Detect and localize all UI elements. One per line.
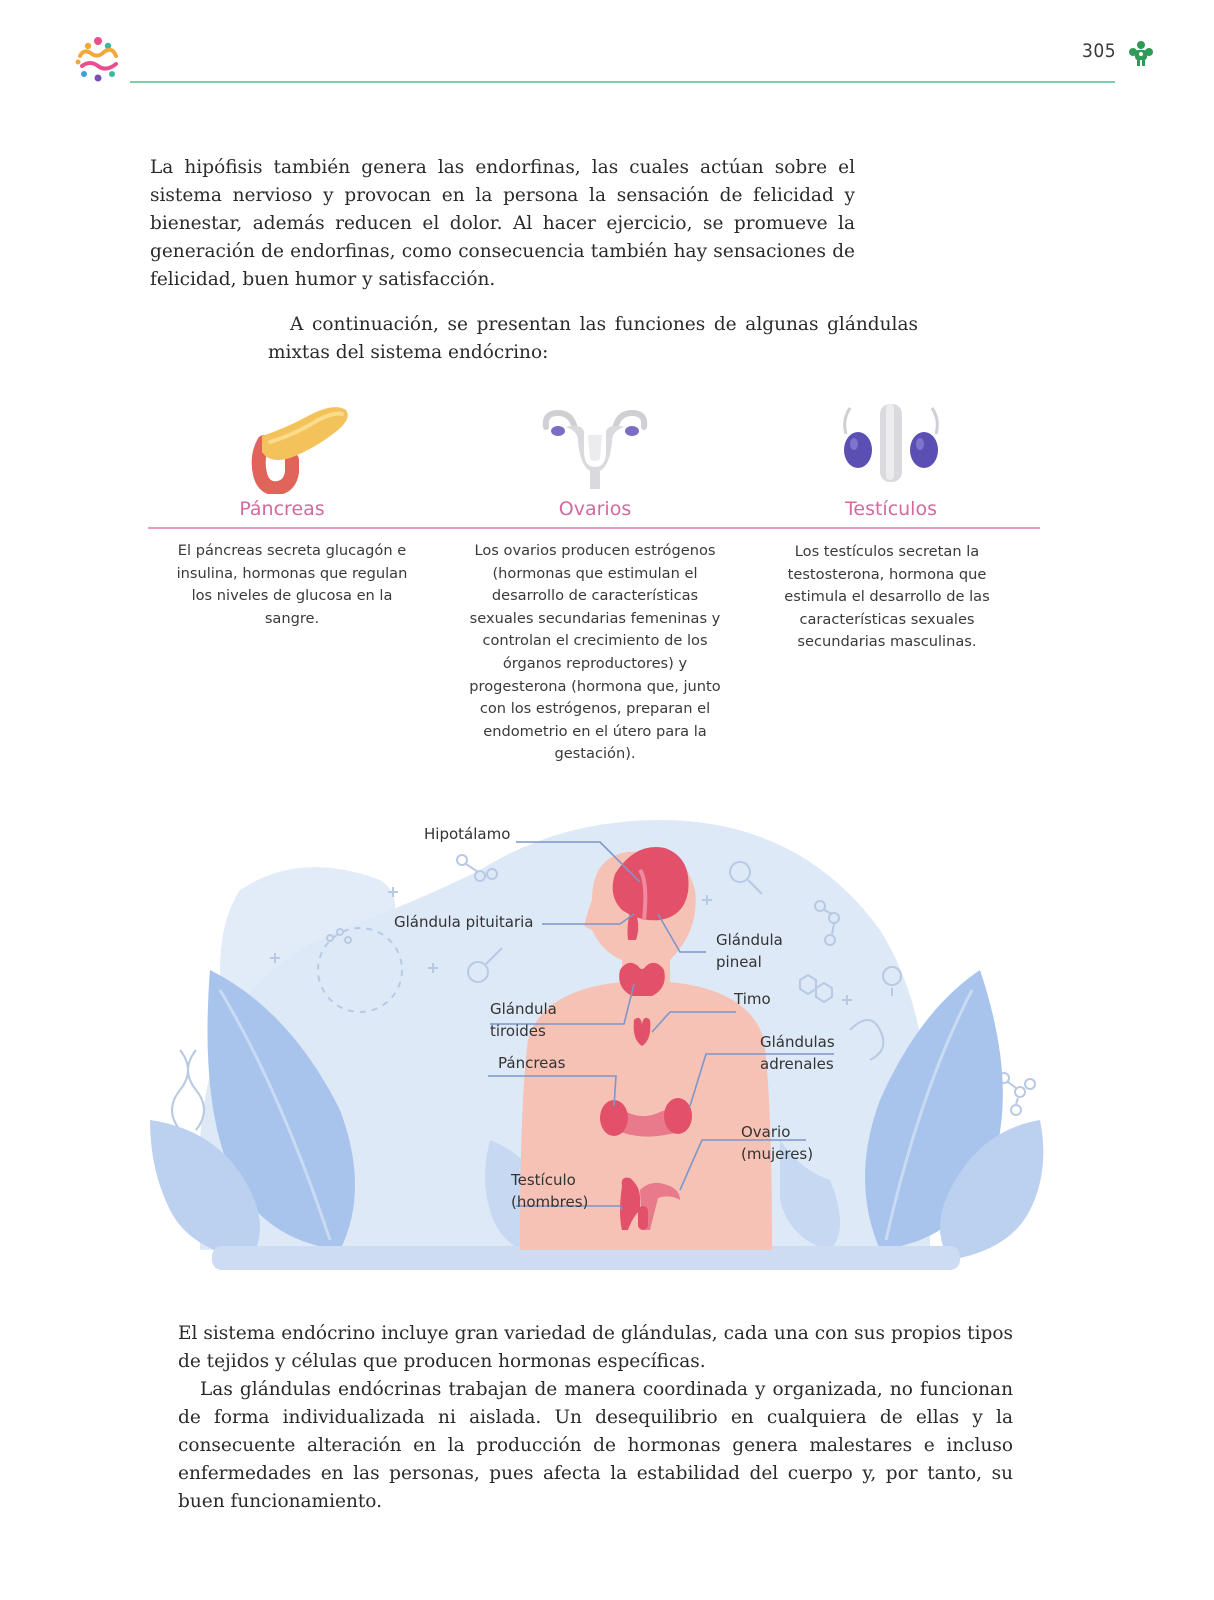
gland-title-testicles: Testículos	[845, 498, 937, 520]
label-pineal: Glándula pineal	[716, 931, 783, 971]
label-adrenales: Glándulas adrenales	[760, 1033, 835, 1073]
leaf-right-mid	[780, 1140, 840, 1250]
pancreas-icon	[251, 407, 348, 494]
thymus-organ	[633, 1017, 651, 1046]
header-divider	[130, 81, 1115, 83]
body-silhouette	[520, 850, 772, 1250]
lead-in-paragraph: A continuación, se presentan las funcion…	[268, 314, 918, 363]
gland-title-pancreas: Páncreas	[239, 498, 325, 520]
header: 305	[0, 0, 1214, 90]
intro-paragraph: La hipófisis también genera las endorfin…	[150, 157, 855, 290]
label-hipotalamo: Hipotálamo	[424, 825, 511, 843]
label-tiroides: Glándula tiroides	[490, 1000, 557, 1040]
background-blob	[220, 867, 395, 1012]
label-ovario: Ovario (mujeres)	[741, 1123, 814, 1163]
label-pituitary: Glándula pituitaria	[394, 913, 534, 931]
pineal-organ	[648, 894, 668, 914]
uterus-organ	[620, 1177, 640, 1230]
testicles-icon	[843, 404, 939, 482]
gland-description-pancreas: El páncreas secreta glucagón e insulina,…	[176, 542, 408, 627]
gland-title-ovaries: Ovarios	[558, 498, 632, 520]
label-testiculo: Testículo (hombres)	[511, 1171, 589, 1211]
label-pancreas: Páncreas	[498, 1054, 566, 1072]
thyroid-organ	[619, 962, 665, 996]
logo-icon	[75, 37, 118, 82]
label-timo: Timo	[734, 990, 771, 1008]
green-emblem-icon	[1129, 41, 1153, 66]
testicle-organ	[638, 1206, 648, 1230]
leaf-left-small	[150, 1120, 260, 1260]
leader-lines	[488, 841, 834, 1211]
gland-description-testicles: Los testículos secretan la testosterona,…	[784, 543, 990, 651]
page-number: 305	[1082, 40, 1117, 62]
gland-description-ovaries: Los ovarios producen estrógenos (hormona…	[469, 542, 721, 763]
ground	[212, 1246, 960, 1270]
leaf-right-small	[940, 1120, 1044, 1260]
pituitary-organ	[627, 906, 639, 940]
brain-organ	[612, 847, 689, 921]
adrenal-left-organ	[600, 1100, 628, 1136]
gland-divider	[148, 527, 1040, 529]
decorative-doodles	[171, 854, 1036, 1131]
ovaries-icon	[542, 409, 648, 489]
endocrine-system-diagram	[150, 820, 1044, 1270]
closing-paragraph-1: El sistema endócrino incluye gran varied…	[178, 1323, 1013, 1372]
adrenal-right-organ	[664, 1098, 692, 1134]
closing-paragraph-2: Las glándulas endócrinas trabajan de man…	[178, 1379, 1013, 1512]
